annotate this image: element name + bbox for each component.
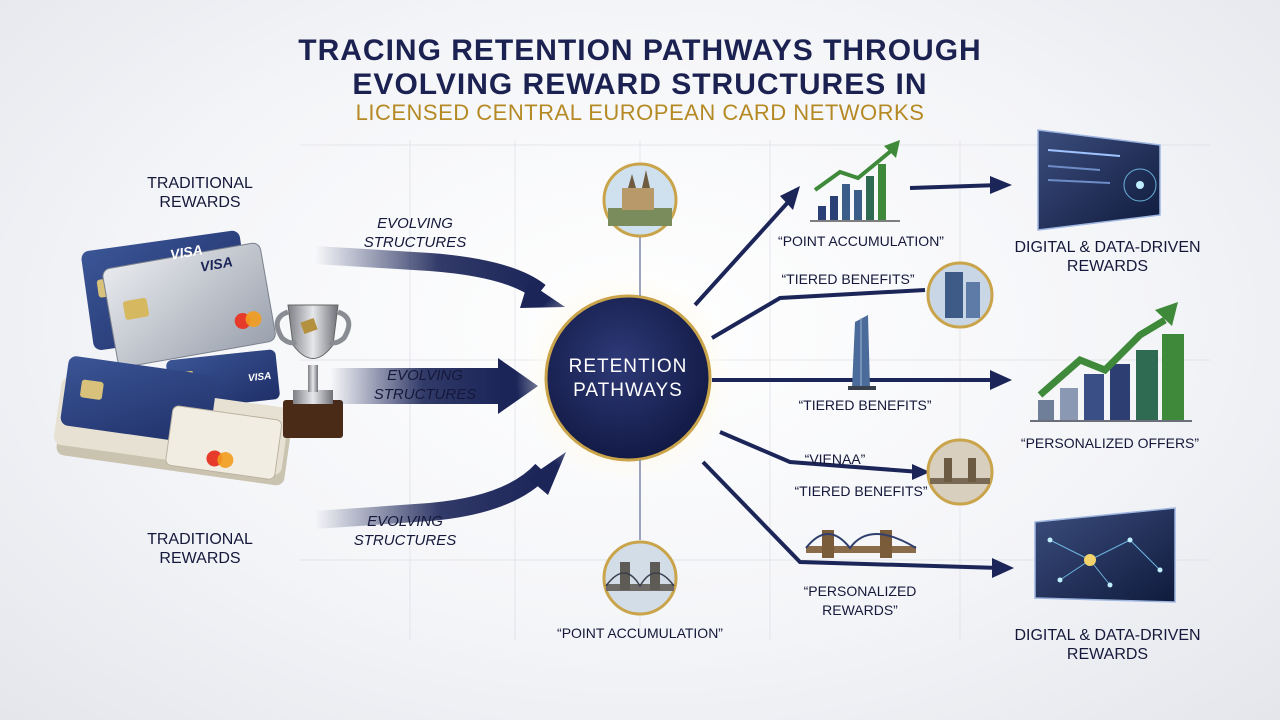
branch-label-vienaa: “VIENAA”	[804, 451, 866, 467]
thumb-chain-bridge-right	[926, 438, 994, 506]
digital-screen-top	[1037, 129, 1161, 231]
left-arrows	[314, 246, 566, 529]
evolving-structures-label-2: EVOLVING STRUCTURES	[373, 367, 477, 403]
evolving-structures-label-3: EVOLVING STRUCTURES	[353, 513, 457, 549]
thumb-castle	[602, 162, 678, 238]
growth-chart-large	[1030, 302, 1192, 422]
title-line-3: LICENSED CENTRAL EUROPEAN CARD NETWORKS	[355, 100, 925, 125]
thumb-skyscraper	[926, 261, 994, 329]
digital-rewards-bottom-label: DIGITAL & DATA-DRIVEN REWARDS	[1014, 627, 1201, 663]
branch-label-tiered-benefits-2: “TIERED BENEFITS”	[798, 397, 932, 413]
network-screen-bottom	[1034, 507, 1176, 603]
thumb-chain-bridge-bottom	[602, 540, 678, 616]
credit-cards-stack	[53, 230, 292, 486]
digital-rewards-top-label: DIGITAL & DATA-DRIVEN REWARDS	[1014, 239, 1201, 275]
title-line-2: EVOLVING REWARD STRUCTURES IN	[352, 68, 928, 101]
center-bottom-caption: “POINT ACCUMULATION”	[557, 625, 723, 641]
branch-label-personalized-rewards: “PERSONALIZED REWARDS”	[803, 583, 917, 618]
retention-pathways-label: RETENTION PATHWAYS	[568, 356, 688, 401]
traditional-rewards-bottom-label: TRADITIONAL REWARDS	[147, 531, 253, 567]
evolving-structures-label-1: EVOLVING STRUCTURES	[363, 215, 467, 251]
branch-label-tiered-benefits-3: “TIERED BENEFITS”	[794, 483, 928, 499]
growth-chart-small	[810, 140, 900, 222]
personalized-offers-label: “PERSONALIZED OFFERS”	[1020, 435, 1200, 451]
tower-icon	[848, 315, 876, 390]
trophy-icon	[274, 304, 352, 438]
retention-hub	[544, 294, 712, 462]
branch-arrowheads	[780, 176, 1014, 578]
bridge-icon	[805, 530, 917, 558]
traditional-rewards-top-label: TRADITIONAL REWARDS	[147, 175, 253, 211]
branch-label-tiered-benefits-1: “TIERED BENEFITS”	[781, 271, 915, 287]
branch-label-point-accumulation: “POINT ACCUMULATION”	[778, 233, 944, 249]
title-line-1: TRACING RETENTION PATHWAYS THROUGH	[298, 34, 982, 67]
